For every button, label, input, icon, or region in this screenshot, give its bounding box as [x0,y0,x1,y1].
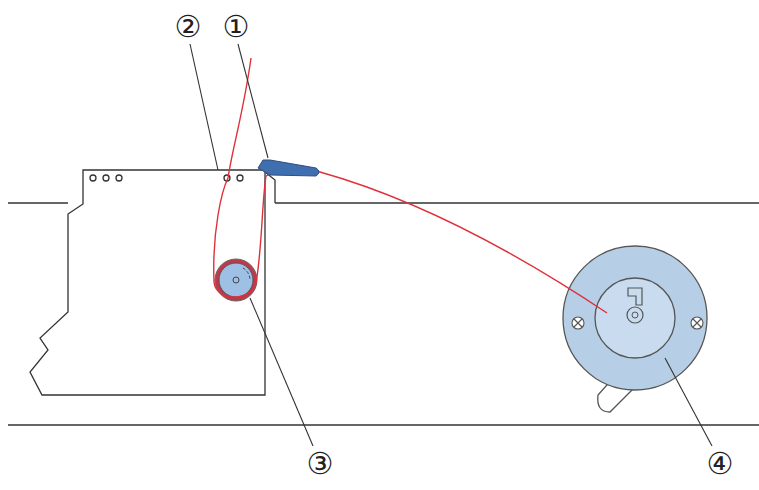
winder-disc [595,278,675,358]
leader-lines [190,44,712,446]
hole [116,175,122,181]
body-edge [8,424,759,425]
callout-number: ① [223,12,250,42]
thread-path [320,172,607,313]
winder-spindle-hole [632,312,638,318]
hole [103,175,109,181]
head-cover [30,170,265,395]
winder-spindle-clip [628,288,642,305]
body-edge [8,202,68,203]
machine-outline [8,170,759,425]
tension-disc [215,259,257,301]
callout-number: ③ [307,449,334,479]
screw [572,317,703,329]
leader-line [190,44,218,170]
body-edge [275,202,759,203]
leader-line [250,298,313,446]
thread-path [214,58,320,297]
callout-number: ② [175,12,202,42]
hole [90,175,96,181]
winder-plate [563,246,707,390]
tension-disc-face [219,263,253,297]
bobbin-winder [563,246,707,412]
tension-disc-mark [243,268,250,280]
leader-line [665,358,712,446]
tension-disc-rim [215,259,257,301]
winder-spindle [627,307,643,323]
tension-disc-center [233,277,239,283]
thread [214,58,607,313]
thread-guide-hole [237,175,243,181]
thread-guide [258,160,319,176]
leader-line [238,44,268,158]
callout-number: ④ [707,449,734,479]
